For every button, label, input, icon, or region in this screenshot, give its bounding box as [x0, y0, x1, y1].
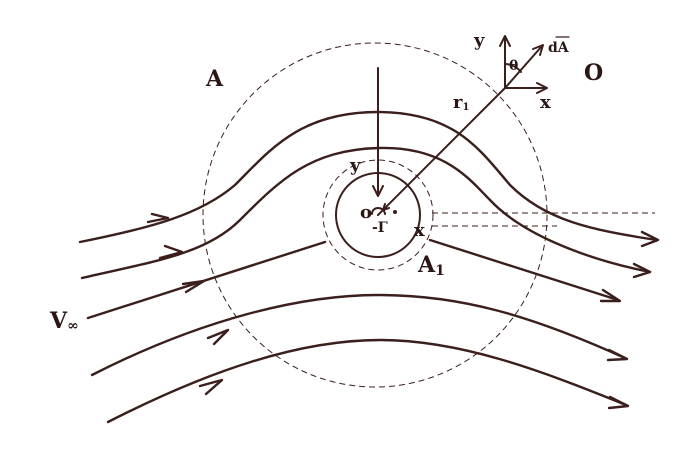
circulation-arc — [371, 207, 386, 215]
label-local-y: y — [473, 30, 485, 51]
circulation-dot — [393, 210, 397, 214]
streamline-3-left — [86, 240, 327, 320]
streamline-3-right — [428, 238, 620, 302]
label-circulation: -Γ — [372, 220, 388, 236]
label-area-element: dA — [548, 40, 570, 56]
streamline-3-end-arrow — [599, 288, 622, 303]
inner-control-circle — [322, 159, 434, 271]
local-y-axis-arrow — [499, 35, 511, 47]
streamline-5-end-arrow — [607, 395, 630, 410]
label-point-O: O — [584, 60, 603, 86]
local-x-axis-arrow — [536, 82, 548, 94]
radius-line — [377, 87, 506, 216]
streamline-4-end-arrow — [606, 348, 629, 362]
label-region-A: A — [205, 66, 224, 92]
label-angle: θ — [509, 58, 518, 74]
streamline-5-arrow — [198, 378, 224, 396]
streamline-3-arrow — [181, 279, 206, 294]
label-inner-x: x — [414, 220, 425, 241]
label-freestream: V∞ — [49, 308, 79, 334]
angle-arc — [504, 63, 522, 73]
streamline-5 — [106, 338, 628, 424]
label-inner-y: y — [349, 155, 361, 176]
streamline-2-end-arrow — [632, 262, 652, 279]
area-normal-arrow — [532, 44, 544, 56]
label-local-x: x — [540, 92, 551, 113]
streamline-1-end-arrow — [640, 230, 660, 248]
area-normal-vector — [504, 45, 543, 89]
label-region-A1: A1 — [417, 252, 445, 279]
streamline-4-arrow — [206, 328, 230, 346]
label-radius: r1 — [453, 92, 469, 113]
streamline-2-arrow — [158, 244, 184, 260]
inner-y-axis-arrow — [372, 185, 384, 197]
outer-control-circle — [202, 42, 548, 388]
label-center-o: o — [360, 202, 372, 223]
streamline-4 — [90, 293, 627, 377]
streamline-1-arrow — [146, 212, 170, 224]
